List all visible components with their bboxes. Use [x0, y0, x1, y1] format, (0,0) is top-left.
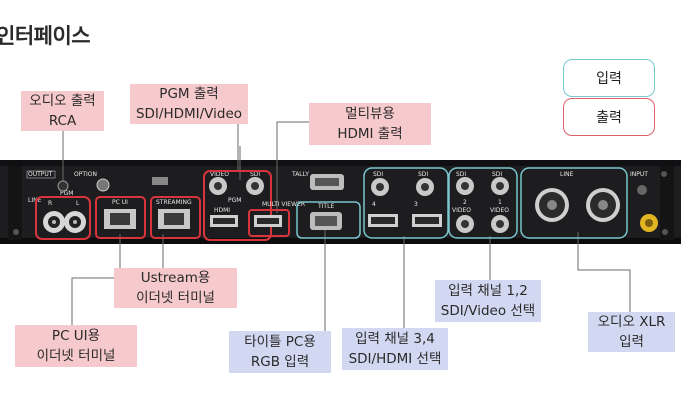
- pc-ui-label: PC UI: [112, 199, 128, 206]
- multiview-highlight: [248, 209, 290, 237]
- callout-ch34-line2: SDI/HDMI 선택: [348, 351, 442, 367]
- ch34-sdi-label-a: SDI: [373, 171, 383, 178]
- callout-title-pc-line2: RGB 입력: [250, 354, 310, 370]
- pc-ui-highlight: [95, 196, 146, 239]
- callout-pgm-out-line1: PGM 출력: [159, 86, 219, 102]
- page-title: 인터페이스: [0, 24, 91, 48]
- callout-ustream: Ustream용 이더넷 터미널: [114, 268, 237, 308]
- callout-audio-xlr-line1: 오디오 XLR: [597, 314, 666, 330]
- l-label: L: [76, 200, 80, 207]
- callout-audio-xlr-line2: 입력: [619, 334, 644, 350]
- ch12-sdi-label-a: SDI: [456, 171, 466, 178]
- ch2-video-label: VIDEO: [452, 207, 471, 214]
- pgm-video-label: VIDEO: [210, 171, 229, 178]
- ch2-number: 2: [463, 199, 467, 206]
- legend-output: 출력: [563, 98, 655, 136]
- callout-ch12-line1: 입력 채널 1,2: [448, 283, 528, 299]
- pgm-video-section-label: PGM: [228, 197, 241, 204]
- callout-pgm-out: PGM 출력 SDI/HDMI/Video: [130, 84, 248, 124]
- ch1-number: 1: [498, 199, 502, 206]
- callout-ch34: 입력 채널 3,4 SDI/HDMI 선택: [342, 328, 448, 370]
- ch4-number: 4: [372, 201, 376, 208]
- callout-audio-out-line2: RCA: [48, 113, 77, 129]
- line-label: LINE: [28, 197, 42, 204]
- ch12-sdi-label-b: SDI: [492, 171, 502, 178]
- option-label: OPTION: [74, 171, 97, 178]
- callout-ch12: 입력 채널 1,2 SDI/Video 선택: [435, 280, 541, 322]
- pgm-audio-label: PGM: [60, 190, 73, 197]
- callout-ch34-line1: 입력 채널 3,4: [355, 331, 435, 347]
- callout-pcui-line2: 이더넷 터미널: [36, 348, 116, 364]
- option-jack: [96, 178, 110, 192]
- tally-label: TALLY: [291, 171, 309, 178]
- streaming-label: STREAMING: [156, 199, 192, 206]
- callout-multiview-line1: 멀티뷰용: [345, 106, 395, 122]
- audio-out-highlight: [35, 196, 91, 240]
- callout-pcui-line1: PC UI용: [51, 328, 101, 344]
- callout-title-pc: 타이틀 PC용 RGB 입력: [229, 331, 331, 373]
- callout-multiview-line2: HDMI 출력: [337, 126, 403, 142]
- ch3-number: 3: [414, 201, 418, 208]
- callout-ustream-line2: 이더넷 터미널: [136, 290, 215, 306]
- ch34-highlight: [363, 167, 449, 239]
- callout-multiview: 멀티뷰용 HDMI 출력: [309, 103, 431, 145]
- callout-title-pc-line1: 타이틀 PC용: [244, 334, 316, 350]
- usb-port: [152, 177, 168, 185]
- title-input-label: TITLE: [317, 203, 334, 210]
- legend-input: 입력: [563, 59, 655, 97]
- callout-ch12-line2: SDI/Video 선택: [440, 303, 536, 319]
- line-out-jack: [57, 180, 69, 192]
- callout-audio-xlr: 오디오 XLR 입력: [588, 312, 675, 352]
- multi-viewer-label: MULTI VIEWER: [262, 201, 305, 208]
- input-label: INPUT: [630, 171, 648, 178]
- pgm-hdmi-label: HDMI: [214, 207, 230, 214]
- r-label: R: [48, 200, 52, 207]
- streaming-highlight: [150, 196, 201, 239]
- ch1-video-label: VIDEO: [490, 207, 509, 214]
- ch12-highlight: [448, 167, 518, 239]
- callout-ustream-line1: Ustream용: [140, 270, 211, 286]
- pgm-sdi-label: SDI: [250, 171, 260, 178]
- xlr-highlight: [520, 167, 628, 239]
- xlr-line-label: LINE: [560, 171, 574, 178]
- title-rgb-highlight: [296, 201, 361, 239]
- ch34-sdi-label-b: SDI: [418, 171, 428, 178]
- output-section-label: OUTPUT: [28, 171, 53, 178]
- callout-audio-out: 오디오 출력 RCA: [21, 91, 104, 131]
- pgm-out-highlight: [203, 170, 272, 241]
- callout-pcui: PC UI용 이더넷 터미널: [15, 325, 137, 367]
- callout-pgm-out-line2: SDI/HDMI/Video: [135, 106, 243, 122]
- callout-audio-out-line1: 오디오 출력: [29, 93, 96, 109]
